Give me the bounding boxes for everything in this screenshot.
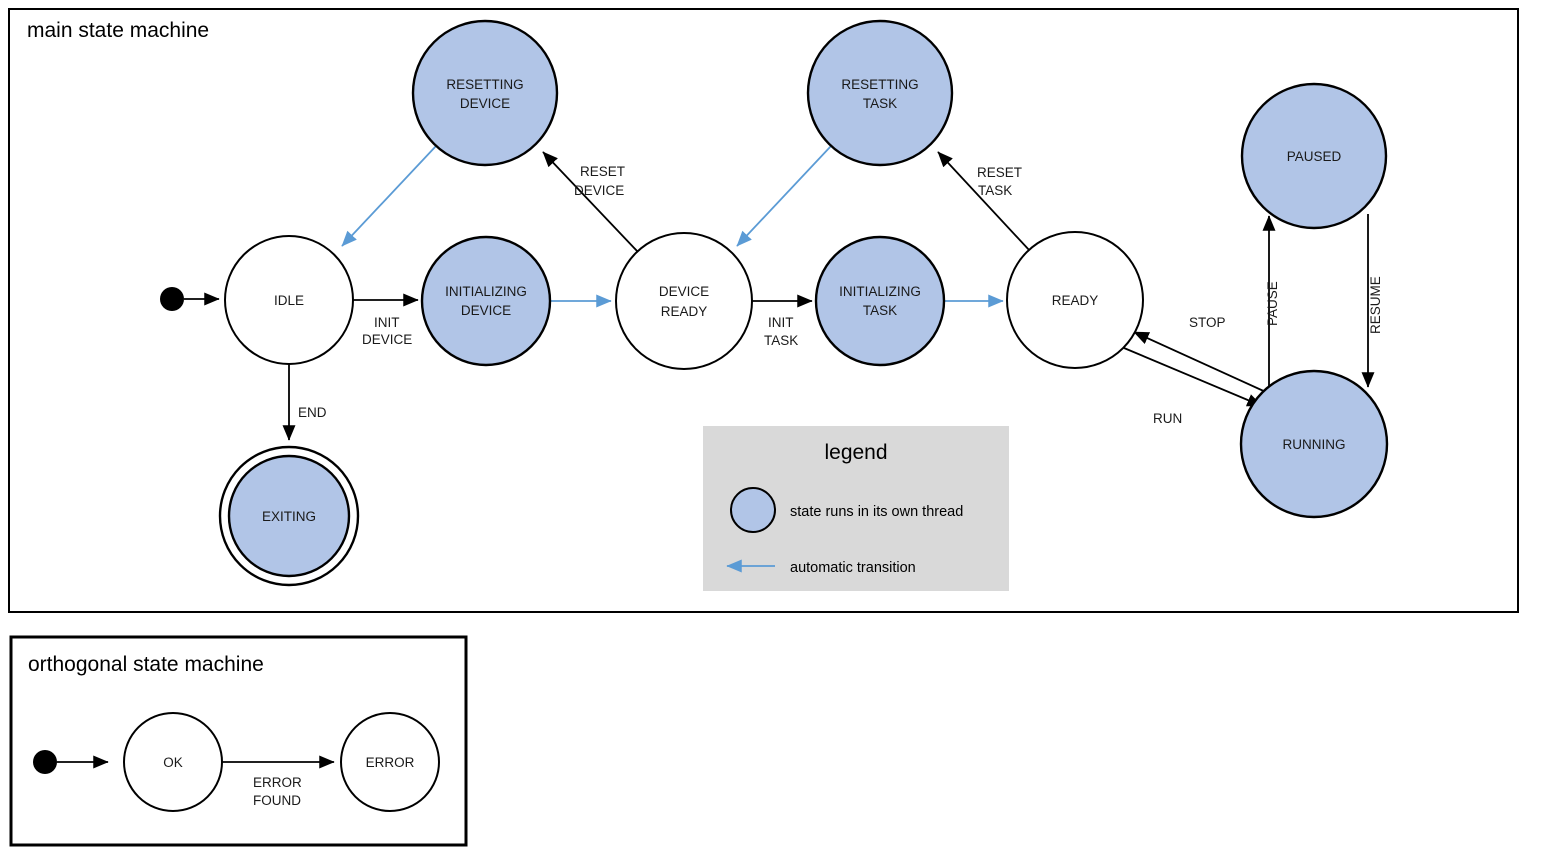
state-label-initializing-task-line1: INITIALIZING [839,284,921,299]
state-circle-ready[interactable] [1006,231,1144,369]
edge-resetting-device-to-idle [341,145,437,247]
state-node-running[interactable]: RUNNING [1239,369,1389,519]
state-circle-resetting-task[interactable] [806,19,954,167]
initial-state-dot-orthogonal [33,750,57,774]
state-circle-running[interactable] [1239,369,1389,519]
state-label-ready: READY [1052,293,1099,308]
edge-ready-to-running [1123,347,1263,407]
edge-label-init-task-line2: TASK [764,333,798,348]
orthogonal-frame-title: orthogonal state machine [28,653,264,676]
state-label-resetting-task-line2: TASK [863,96,897,111]
edge-label-reset-device-line1: RESET [580,164,625,179]
state-node-initializing-device[interactable]: INITIALIZING DEVICE [420,235,552,367]
legend-title: legend [824,441,887,464]
state-circle-resetting-device[interactable] [411,19,559,167]
state-node-resetting-task[interactable]: RESETTING TASK [806,19,954,167]
legend-item-2-label: automatic transition [790,560,916,576]
state-node-initializing-task[interactable]: INITIALIZING TASK [814,235,946,367]
edge-label-reset-task-line2: TASK [978,183,1012,198]
state-label-running: RUNNING [1283,437,1346,452]
state-label-error: ERROR [366,755,415,770]
main-frame-title: main state machine [27,19,209,42]
edge-label-stop: STOP [1189,315,1226,330]
state-circle-paused[interactable] [1240,82,1388,230]
edge-label-reset-device-line2: DEVICE [574,183,624,198]
legend-thread-state-swatch-icon [730,487,776,533]
edge-label-init-task-line1: INIT [768,315,794,330]
state-node-ready[interactable]: READY [1006,231,1144,369]
state-label-initializing-device-line2: DEVICE [461,303,511,318]
state-label-resetting-device-line1: RESETTING [446,77,523,92]
state-circle-exiting[interactable] [227,454,351,578]
state-node-paused[interactable]: PAUSED [1240,82,1388,230]
edge-label-resume: RESUME [1368,276,1383,334]
state-label-device-ready-line2: READY [661,304,708,319]
edge-label-reset-task-line1: RESET [977,165,1022,180]
state-label-resetting-device-line2: DEVICE [460,96,510,111]
edge-label-error-found-line1: ERROR [253,775,302,790]
edge-label-init-device-line1: INIT [374,315,400,330]
state-label-paused: PAUSED [1287,149,1342,164]
state-node-resetting-device[interactable]: RESETTING DEVICE [411,19,559,167]
state-label-resetting-task-line1: RESETTING [841,77,918,92]
initial-state-dot-main [160,287,184,311]
legend-item-1-label: state runs in its own thread [790,504,963,520]
edge-label-pause: PAUSE [1265,281,1280,326]
state-node-error[interactable]: ERROR [340,712,440,812]
state-circle-idle[interactable] [224,235,354,365]
state-circle-ok[interactable] [123,712,223,812]
edge-device-ready-to-resetting-device [542,151,639,253]
edge-label-error-found-line2: FOUND [253,793,301,808]
state-node-ok[interactable]: OK [123,712,223,812]
state-label-ok: OK [163,755,183,770]
edge-label-run: RUN [1153,411,1182,426]
edge-label-end: END [298,405,327,420]
state-circle-initializing-task[interactable] [814,235,946,367]
edge-label-init-device-line2: DEVICE [362,332,412,347]
state-label-idle: IDLE [274,293,304,308]
edge-resetting-task-to-device-ready [736,145,832,247]
state-label-initializing-device-line1: INITIALIZING [445,284,527,299]
edge-ready-to-resetting-task [937,151,1031,252]
state-label-initializing-task-line2: TASK [863,303,897,318]
state-circle-error[interactable] [340,712,440,812]
state-node-exiting[interactable]: EXITING [218,445,360,587]
state-node-device-ready[interactable]: DEVICE READY [615,232,753,370]
state-node-idle[interactable]: IDLE [224,235,354,365]
edge-running-to-ready [1133,331,1269,394]
state-label-device-ready-line1: DEVICE [659,284,709,299]
legend: legend state runs in its own thread auto… [703,426,1009,591]
state-circle-device-ready[interactable] [615,232,753,370]
state-label-exiting: EXITING [262,509,316,524]
state-circle-initializing-device[interactable] [420,235,552,367]
